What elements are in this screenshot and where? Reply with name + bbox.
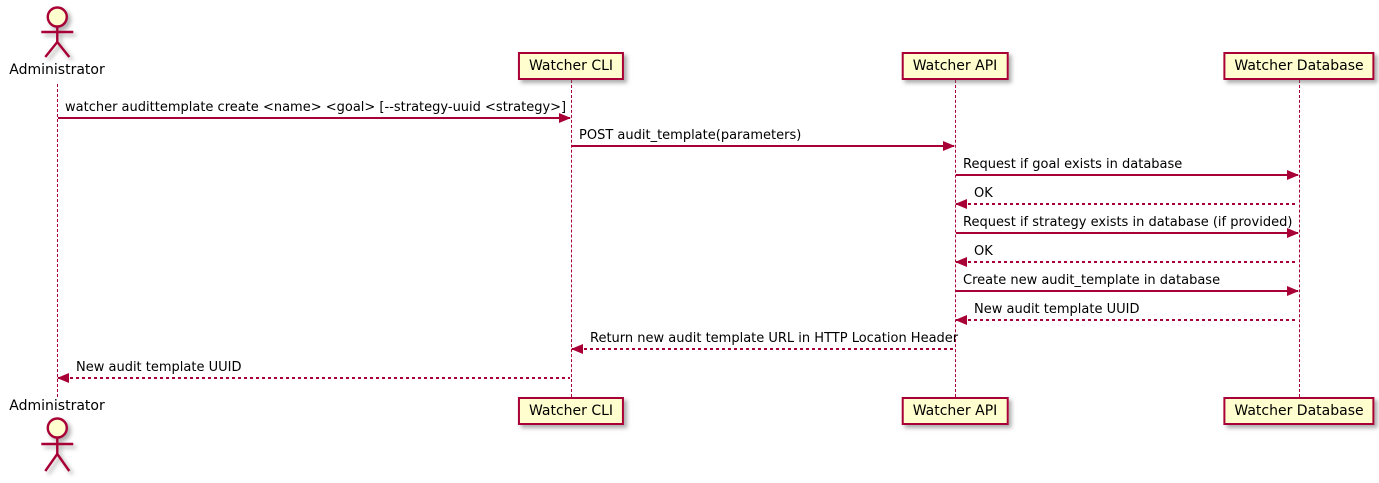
arrowhead-icon [559,113,571,123]
arrowhead-icon [955,315,967,325]
message-label: Request if goal exists in database [963,157,1183,172]
lifeline-watcher-cli [571,80,572,397]
message-line [572,348,954,350]
message-label: Create new audit_template in database [963,273,1221,288]
message-request-goal-exists: Request if goal exists in database [955,156,1299,182]
message-create-audittemplate: watcher audittemplate create <name> <goa… [57,99,571,125]
arrowhead-icon [1287,228,1299,238]
message-label: Request if strategy exists in database (… [963,215,1293,230]
actor-administrator-top: Administrator [9,4,105,78]
actor-label: Administrator [9,398,105,414]
actor-icon [41,417,73,472]
message-post-audit-template: POST audit_template(parameters) [571,127,955,153]
message-line [956,232,1298,234]
message-ok-goal: OK [955,185,1299,211]
lifeline-watcher-api [955,80,956,397]
message-line [572,145,954,147]
message-new-audit-template-uuid-admin: New audit template UUID [57,359,571,385]
lifeline-watcher-database [1299,80,1300,397]
participant-watcher-database-bottom: Watcher Database [1223,397,1375,425]
message-line [956,290,1298,292]
participant-watcher-api-top: Watcher API [901,52,1009,80]
message-line [58,117,570,119]
lifeline-administrator [57,84,58,397]
message-label: watcher audittemplate create <name> <goa… [65,100,567,115]
arrowhead-icon [571,344,583,354]
participant-watcher-api-bottom: Watcher API [901,397,1009,425]
message-ok-strategy: OK [955,243,1299,269]
actor-administrator-bottom: Administrator [9,398,105,476]
message-line [956,261,1298,263]
message-label: New audit template UUID [974,302,1140,317]
message-line [956,319,1298,321]
arrowhead-icon [943,141,955,151]
message-create-audit-template-db: Create new audit_template in database [955,272,1299,298]
actor-label: Administrator [9,62,105,78]
message-request-strategy-exists: Request if strategy exists in database (… [955,214,1299,240]
message-line [956,174,1298,176]
participant-watcher-cli-top: Watcher CLI [517,52,625,80]
actor-icon [41,6,73,58]
message-label: POST audit_template(parameters) [579,128,802,143]
message-label: OK [974,186,993,201]
message-return-url-location-header: Return new audit template URL in HTTP Lo… [571,330,959,356]
arrowhead-icon [1287,170,1299,180]
arrowhead-icon [955,199,967,209]
message-new-audit-template-uuid-db: New audit template UUID [955,301,1299,327]
arrowhead-icon [955,257,967,267]
arrowhead-icon [57,373,69,383]
message-line [956,203,1298,205]
message-label: New audit template UUID [76,360,242,375]
message-line [58,377,570,379]
participant-watcher-database-top: Watcher Database [1223,52,1375,80]
participant-watcher-cli-bottom: Watcher CLI [517,397,625,425]
arrowhead-icon [1287,286,1299,296]
message-label: Return new audit template URL in HTTP Lo… [590,331,959,346]
message-label: OK [974,244,993,259]
